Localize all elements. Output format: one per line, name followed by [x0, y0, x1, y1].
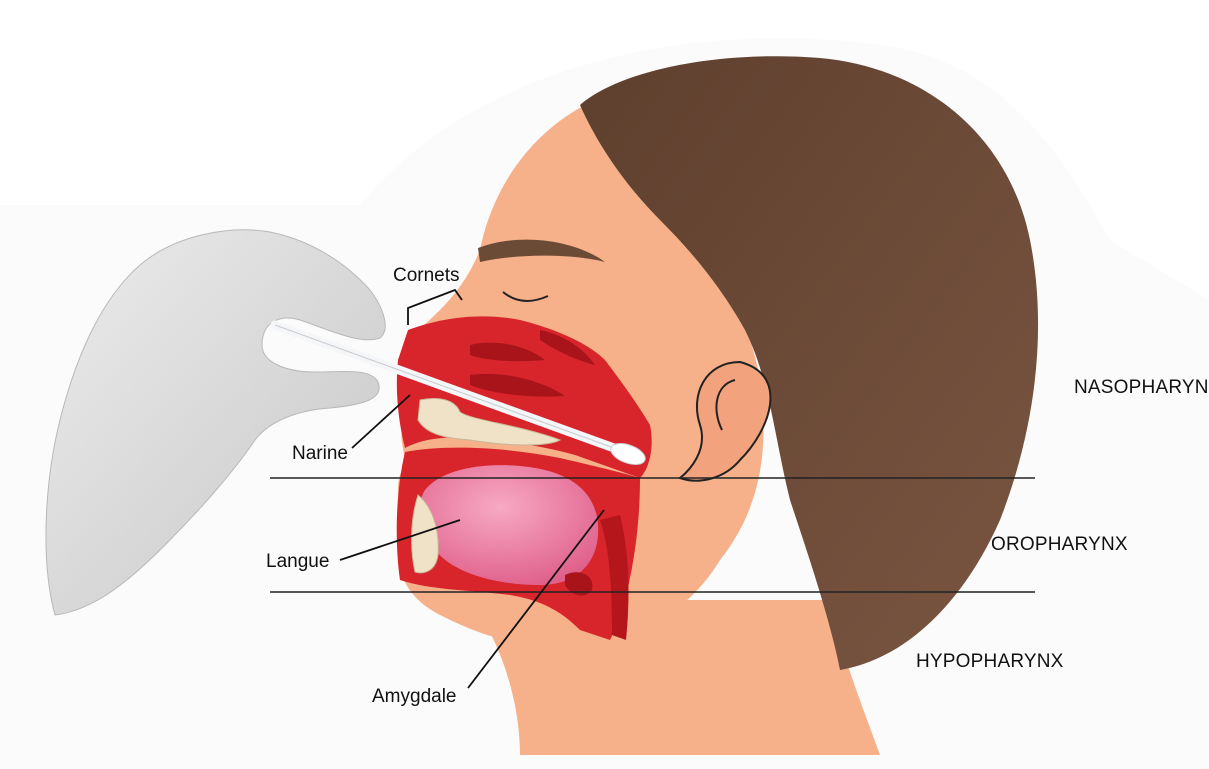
label-amygdale: Amygdale	[372, 686, 457, 707]
label-hypopharynx: HYPOPHARYNX	[916, 651, 1064, 672]
label-cornets: Cornets	[393, 265, 460, 286]
label-narine: Narine	[292, 443, 348, 464]
label-nasopharynx: NASOPHARYNX	[1074, 377, 1209, 398]
label-oropharynx: OROPHARYNX	[991, 534, 1128, 555]
label-langue: Langue	[266, 551, 329, 572]
